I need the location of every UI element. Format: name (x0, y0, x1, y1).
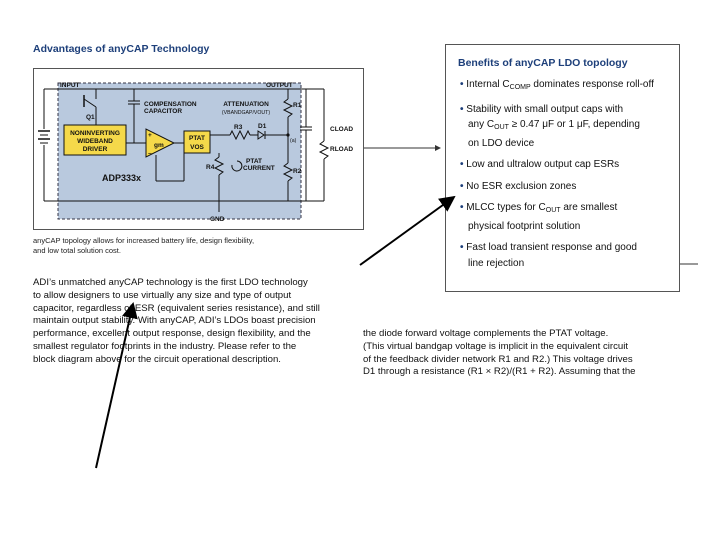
label-driver-2: WIDEBAND (77, 138, 113, 145)
body-text-left: ADI’s unmatched anyCAP technology is the… (33, 277, 363, 367)
rload-resistor (318, 140, 330, 160)
label-vos: VOS (190, 144, 204, 151)
bullet-icon: • (460, 103, 464, 115)
caption-line: and low total solution cost. (33, 246, 121, 255)
benefit-item: • Low and ultralow output cap ESRs (460, 159, 620, 170)
text-line: (This virtual bandgap voltage is implici… (363, 340, 629, 352)
text-line: of the feedback divider network R1 and R… (363, 353, 633, 365)
label-driver-1: NONINVERTING (70, 130, 120, 137)
label-r3: R3 (234, 124, 243, 131)
label-gnd: GND (210, 216, 225, 223)
battery-icon (38, 130, 50, 144)
caption-line: anyCAP topology allows for increased bat… (33, 236, 255, 245)
label-r2: R2 (293, 168, 302, 175)
text-line: capacitor, regardless of ESR (equivalent… (33, 302, 320, 314)
transistor-q1-icon (83, 89, 97, 125)
bullet-icon: • (460, 79, 464, 90)
text-line: performance, excellent output response, … (33, 328, 311, 340)
text-line: ADI’s unmatched anyCAP technology is the… (33, 277, 308, 288)
text-line: to allow designers to use virtually any … (33, 289, 292, 301)
r1-resistor (282, 98, 294, 118)
r3-resistor (229, 129, 251, 141)
label-r4: R4 (206, 164, 215, 171)
gm-amplifier (145, 128, 176, 158)
benefit-item: • Stability with small output caps with … (460, 103, 640, 149)
label-a: (a) (290, 138, 297, 144)
label-ptat-current-2: CURRENT (243, 165, 275, 172)
ptat-vos-block (183, 130, 211, 154)
label-q1: Q1 (86, 114, 95, 121)
text-line: smallest regulator footprints in the ind… (33, 340, 297, 352)
benefit-item: • No ESR exclusion zones (460, 180, 577, 192)
bullet-icon: • (460, 242, 464, 253)
r4-resistor (213, 156, 225, 176)
ptat-current-arrow-icon (231, 160, 243, 172)
label-comp-1: COMPENSATION (144, 101, 197, 108)
circuit-diagram: INPUT OUTPUT Q1 NONINVERTING WIDEBAND DR… (33, 68, 364, 230)
benefits-title: Benefits of anyCAP LDO topology (458, 57, 628, 69)
driver-block (63, 124, 127, 156)
text-line: block diagram above for the circuit oper… (33, 353, 281, 365)
benefit-item: • MLCC types for COUT are smallest physi… (460, 202, 618, 232)
label-ptat-current-1: PTAT (246, 158, 262, 165)
d1-diode-icon (257, 130, 265, 140)
label-part: ADP333x (102, 173, 141, 183)
label-ptat: PTAT (189, 135, 205, 142)
label-input: INPUT (60, 82, 80, 89)
pointer-arrow-2 (95, 302, 138, 469)
r2-resistor (282, 162, 294, 182)
label-driver-3: DRIVER (83, 146, 108, 153)
label-atten-1: ATTENUATION (223, 101, 269, 108)
label-r1: R1 (293, 102, 302, 109)
section-title: Advantages of anyCAP Technology (33, 43, 210, 55)
label-output: OUTPUT (266, 82, 293, 89)
label-cload: CLOAD (330, 126, 353, 133)
bullet-icon: • (460, 202, 464, 213)
text-line: D1 through a resistance (R1 × R2)/(R1 + … (363, 366, 636, 378)
circuit-schematic: INPUT OUTPUT Q1 NONINVERTING WIDEBAND DR… (38, 82, 353, 223)
figure-caption: anyCAP topology allows for increased bat… (33, 236, 333, 256)
label-comp-2: CAPACITOR (144, 108, 182, 115)
pointer-arrow-1 (359, 195, 456, 266)
benefits-box: Benefits of anyCAP LDO topology • Intern… (445, 44, 680, 292)
label-d1: D1 (258, 123, 267, 130)
benefit-item: • Fast load transient response and good … (460, 242, 637, 269)
label-rload: RLOAD (330, 146, 353, 153)
text-line: maintain output stability. With anyCAP, … (33, 315, 316, 327)
label-plus: + (148, 132, 152, 139)
body-text-right: the diode forward voltage complements th… (363, 328, 683, 379)
label-atten-2: (VBANDGAP/VOUT) (222, 110, 270, 116)
label-gm: gm (154, 142, 164, 149)
benefit-item: • Internal CCOMP dominates response roll… (460, 79, 654, 91)
bullet-icon: • (460, 180, 464, 192)
bullet-icon: • (460, 159, 464, 170)
label-minus: – (148, 150, 152, 157)
text-line: the diode forward voltage complements th… (363, 328, 609, 339)
